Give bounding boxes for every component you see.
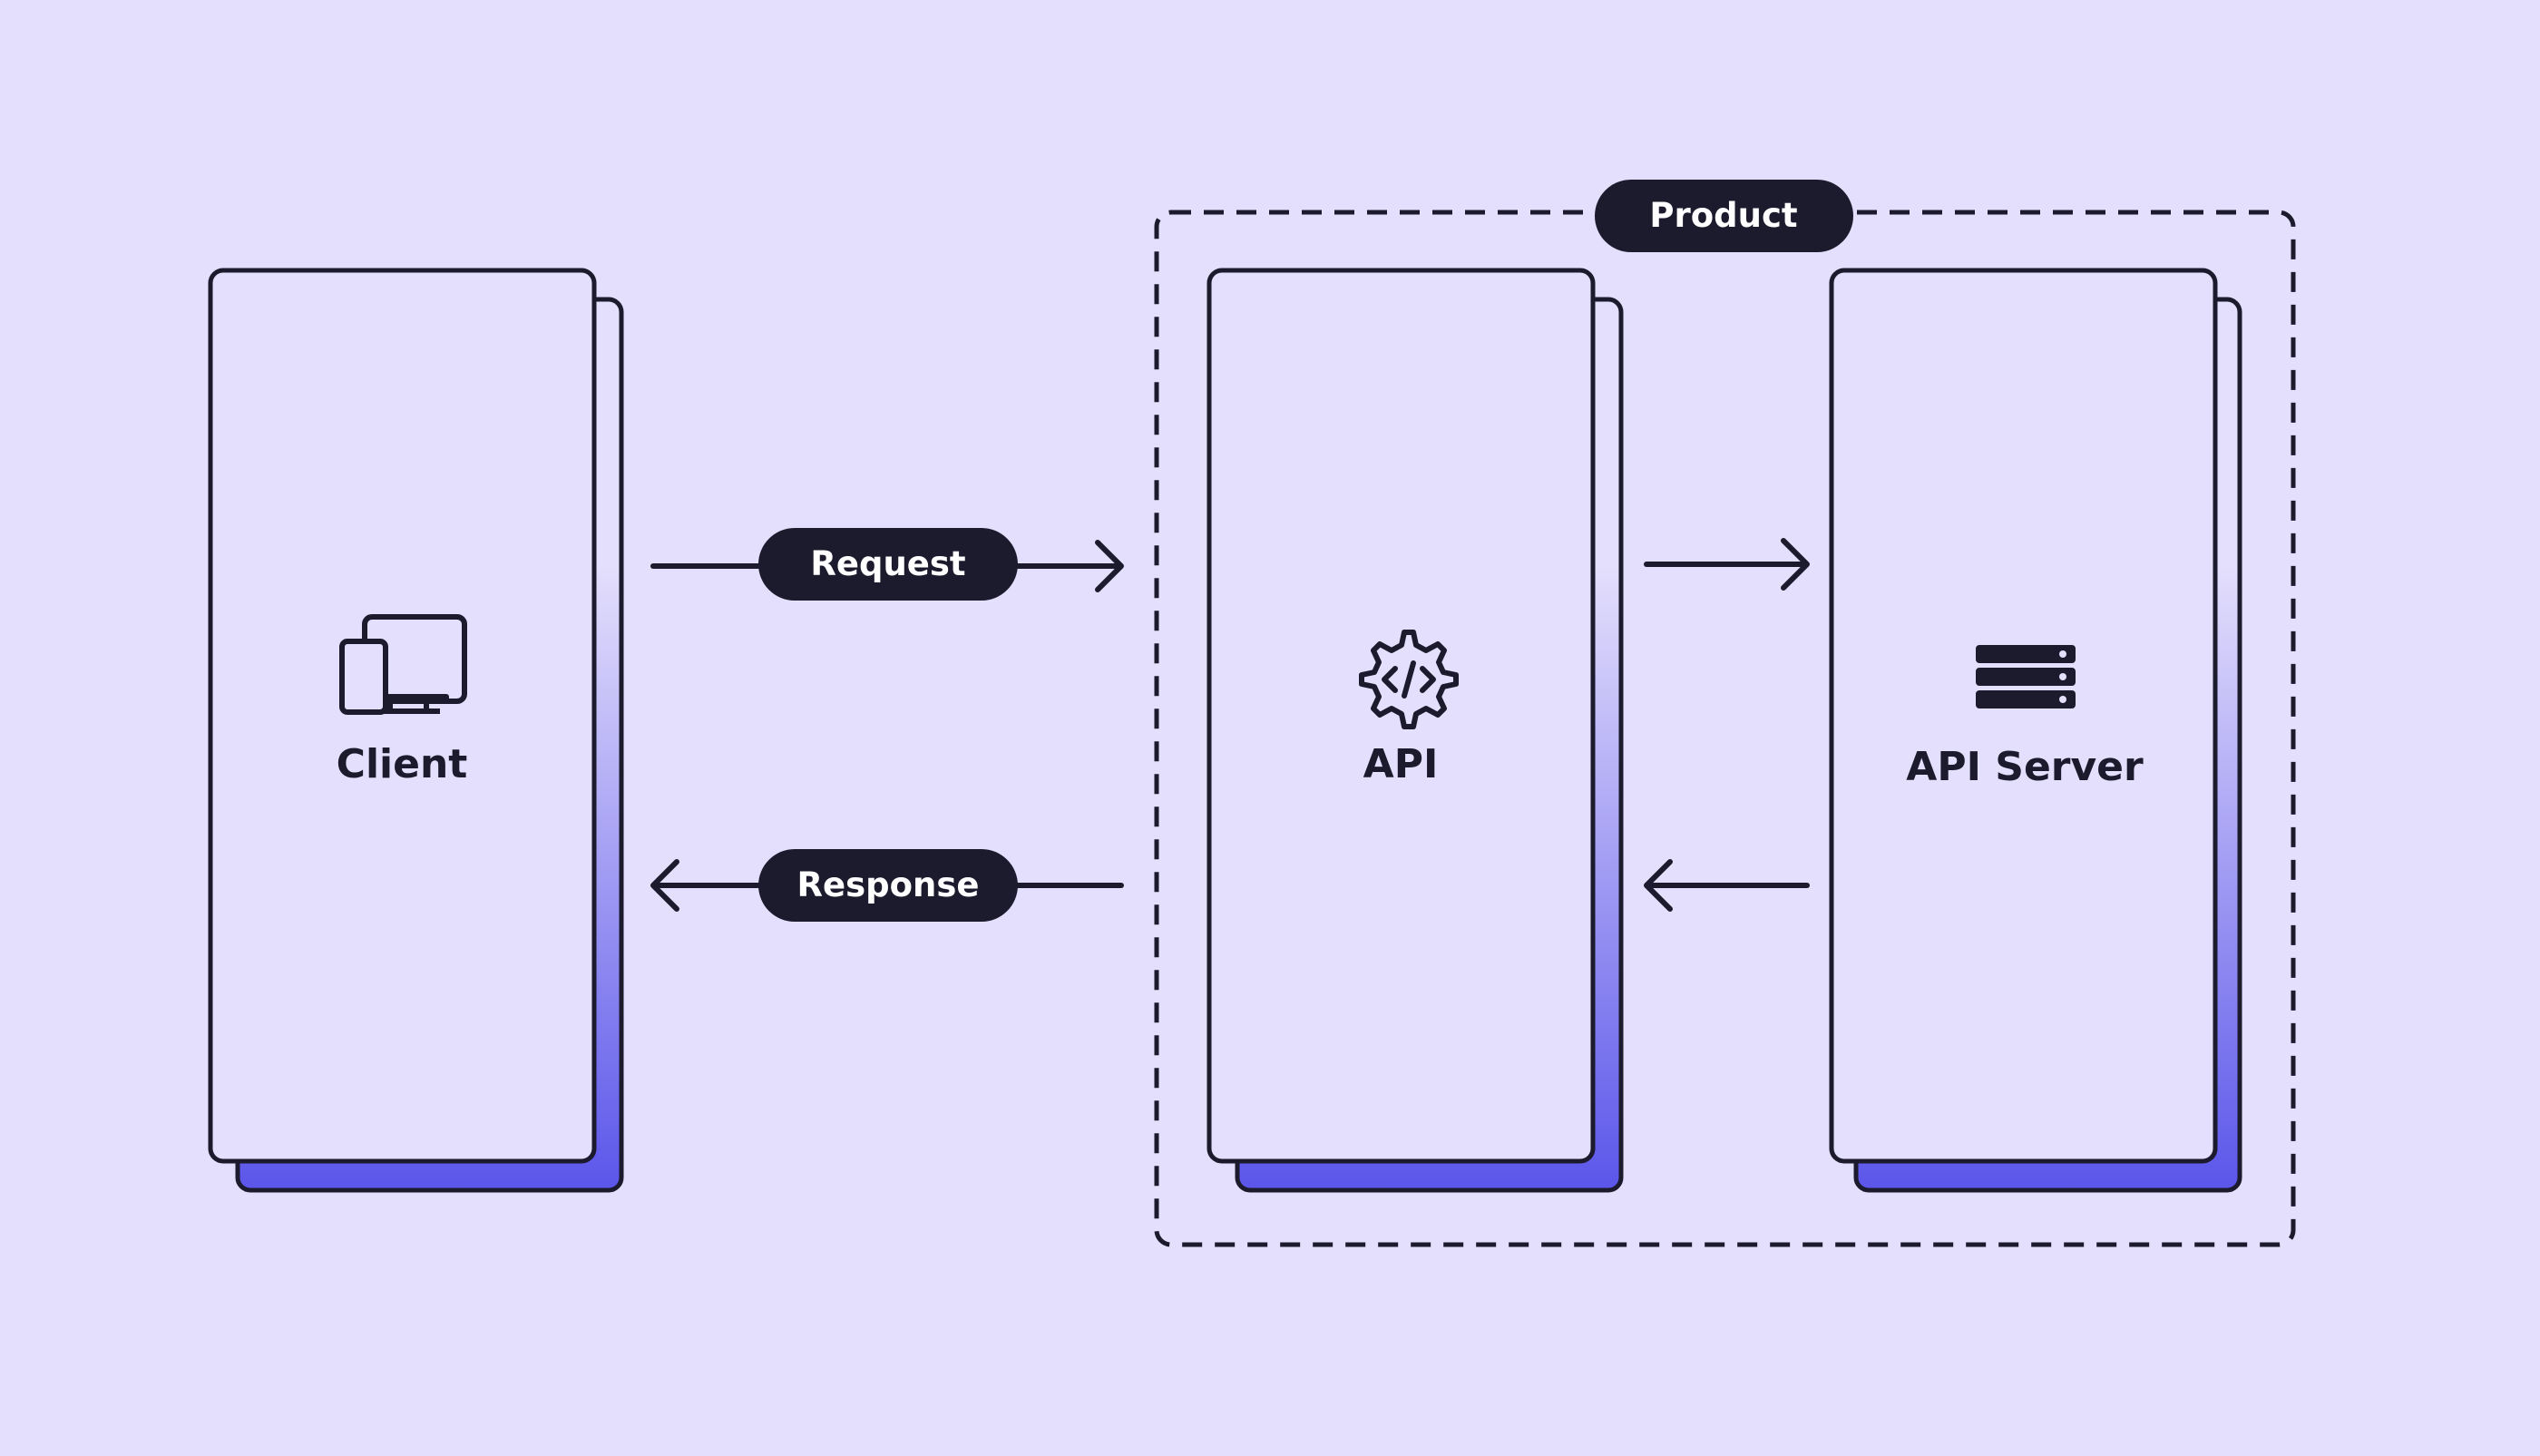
- response-arrowhead: [650, 859, 679, 912]
- api-to-server-arrowhead: [1781, 538, 1810, 591]
- api-card: API: [1206, 268, 1624, 1193]
- request-arrowhead: [1095, 540, 1124, 592]
- api-server-label: API Server: [1906, 744, 2144, 790]
- server-to-api-arrowhead: [1644, 859, 1673, 912]
- devices-icon: [339, 614, 467, 715]
- response-label: Response: [797, 865, 980, 904]
- server-icon: [1976, 645, 2076, 708]
- api-server-card-face: [1829, 268, 2218, 1164]
- request-label: Request: [810, 544, 965, 583]
- code-gear-icon: [1359, 630, 1459, 729]
- product-group-label: Product: [1649, 196, 1797, 235]
- request-label-pill: [758, 528, 1018, 601]
- product-group-label-pill: [1595, 180, 1853, 252]
- api-server-card: API Server: [1829, 268, 2242, 1193]
- response-label-pill: [758, 849, 1018, 922]
- product-group: Product: [1154, 180, 2296, 1247]
- client-label: Client: [337, 741, 468, 787]
- server-to-api-edge: [1644, 859, 1810, 912]
- api-label: API: [1363, 741, 1439, 787]
- client-card: Client: [208, 268, 624, 1193]
- client-card-face: [208, 268, 597, 1164]
- api-to-server-edge: [1644, 538, 1810, 591]
